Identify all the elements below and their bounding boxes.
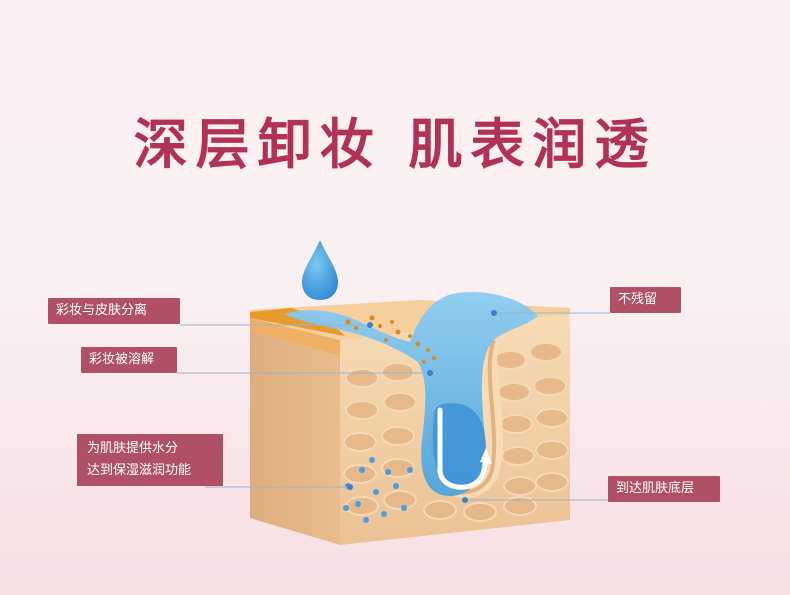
- label-reach-bottom: 到达肌肤底层: [608, 476, 720, 502]
- label-hydrate-line1: 为肌肤提供水分: [87, 441, 179, 456]
- makeup-particles: [345, 315, 436, 364]
- water-drop-icon: [302, 240, 338, 300]
- page-title: 深层卸妆 肌表润透: [133, 113, 657, 176]
- label-hydrate: 为肌肤提供水分 达到保湿滋润功能: [77, 434, 223, 486]
- leader-lines: [177, 312, 610, 501]
- label-no-residue: 不残留: [610, 287, 681, 313]
- label-hydrate-line2: 达到保湿滋润功能: [87, 463, 192, 478]
- skin-block-side: [250, 316, 340, 545]
- water-cleanser: [285, 292, 538, 496]
- moisture-dots: [343, 457, 413, 523]
- leader-dots: [347, 310, 497, 503]
- label-makeup-separate: 彩妆与皮肤分离: [48, 298, 180, 324]
- label-makeup-dissolve: 彩妆被溶解: [81, 347, 177, 373]
